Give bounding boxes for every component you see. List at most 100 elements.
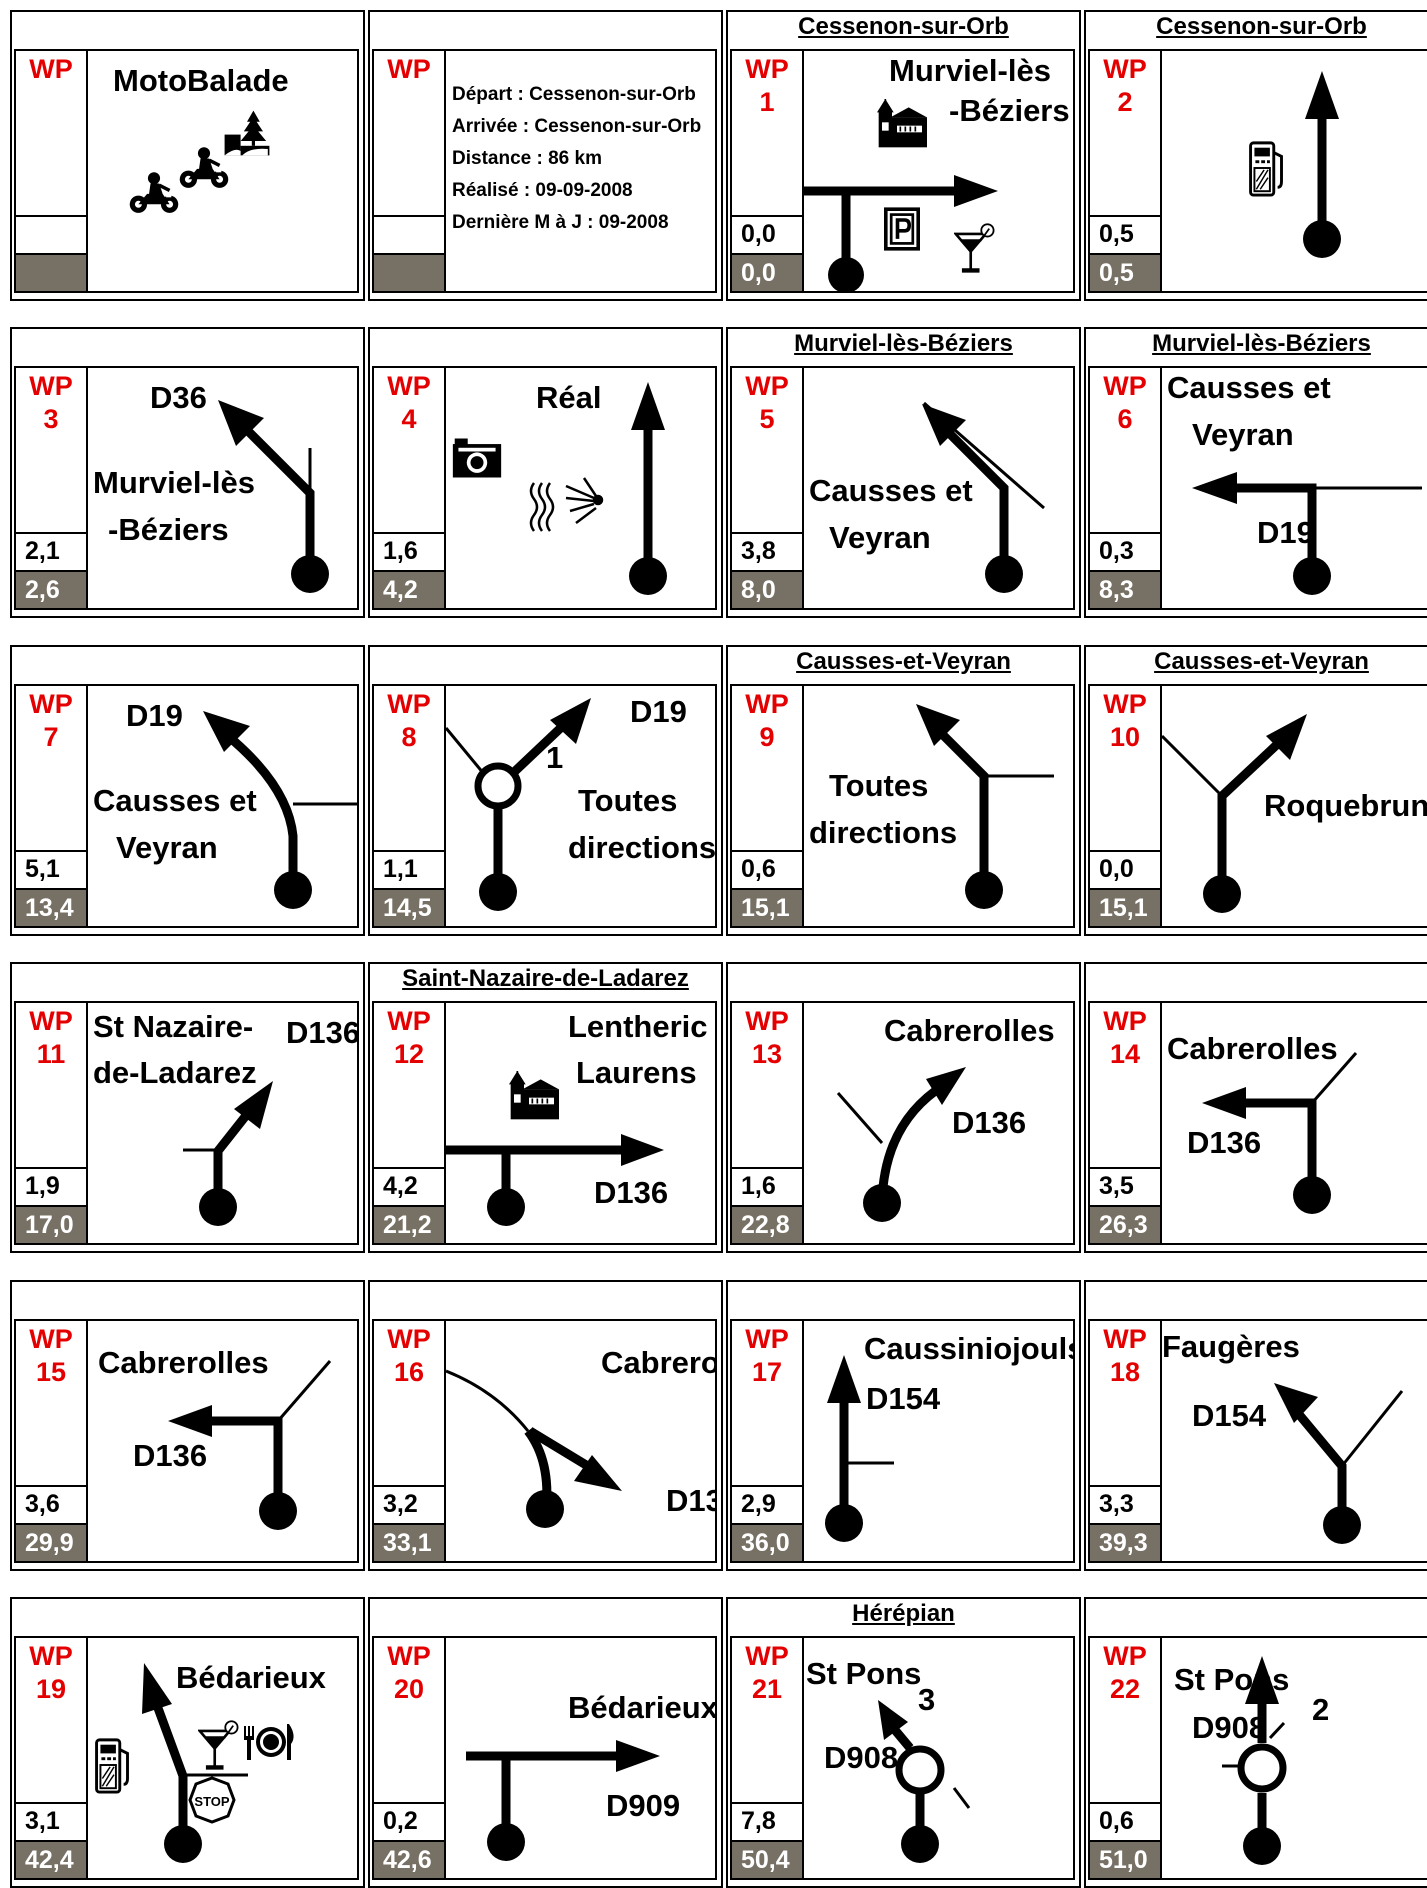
card-title: Murviel-lès-Béziers (728, 330, 1079, 358)
total-distance: 0,0 (732, 253, 802, 291)
card-body: Cabrerolles D136e4 (446, 1321, 715, 1561)
total-distance: 51,0 (1090, 1840, 1160, 1878)
wp-label: WP (16, 53, 86, 86)
card-body: Causses et Veyran (804, 368, 1073, 608)
direction-label: D909 (606, 1788, 680, 1823)
bar-icon (200, 1721, 238, 1769)
motorcycle-icon (130, 172, 179, 213)
total-distance: 8,0 (732, 570, 802, 608)
card-body: Cabrerolles D136 (1162, 1003, 1427, 1243)
route-distance: Distance : 86 km (452, 143, 701, 175)
total-distance: 42,4 (16, 1840, 86, 1878)
direction-label: Cabrerolles (884, 1013, 1055, 1048)
direction-label: D36 (150, 380, 207, 415)
direction-label: Cabrerolles (1167, 1031, 1338, 1066)
waypoint-card[interactable]: WP Départ : Cessenon-sur-Orb Arrivée : C… (368, 10, 723, 301)
direction-label: D136 (133, 1438, 207, 1473)
total-distance: 15,1 (732, 888, 802, 926)
direction-label: -Béziers (949, 93, 1070, 128)
total-distance: 42,6 (374, 1840, 444, 1878)
total-distance: 29,9 (16, 1523, 86, 1561)
card-title: Causses-et-Veyran (728, 648, 1079, 676)
total-distance: 17,0 (16, 1205, 86, 1243)
card-title: Causses-et-Veyran (1086, 648, 1427, 676)
direction-label: Lentheric (568, 1009, 708, 1044)
wp-label: WP10 (1090, 688, 1160, 754)
card-body: Départ : Cessenon-sur-Orb Arrivée : Cess… (446, 51, 715, 291)
church-icon (877, 97, 927, 147)
svg-text:STOP: STOP (194, 1794, 229, 1809)
direction-label: Bédarieux (176, 1660, 327, 1695)
route-start: Départ : Cessenon-sur-Orb (452, 79, 701, 111)
direction-label: D136e4 (666, 1483, 715, 1518)
partial-distance: 0,6 (732, 850, 802, 888)
direction-label: D136 (952, 1105, 1026, 1140)
waypoint-card[interactable]: WP MotoBalade (10, 10, 365, 301)
direction-label: Cabrerolles (98, 1345, 269, 1380)
partial-distance: 0,2 (374, 1802, 444, 1840)
card-body: St Nazaire- de-Ladarez D136 (88, 1003, 357, 1243)
partial-distance: 1,1 (374, 850, 444, 888)
card-body: St Pons 2 D908 (1162, 1638, 1427, 1878)
bar-icon (956, 224, 994, 272)
card-title: Saint-Nazaire-de-Ladarez (370, 965, 721, 993)
partial-distance: 2,1 (16, 532, 86, 570)
card-title: Cessenon-sur-Orb (728, 13, 1079, 41)
partial-distance: 3,3 (1090, 1485, 1160, 1523)
direction-label: Cabrerolles (601, 1345, 715, 1380)
total-distance: 36,0 (732, 1523, 802, 1561)
wp-label: WP13 (732, 1005, 802, 1071)
card-title: Cessenon-sur-Orb (1086, 13, 1427, 41)
card-body: Murviel-lès -Béziers (804, 51, 1073, 291)
card-body (1162, 51, 1427, 291)
direction-label: directions (809, 815, 957, 850)
total-distance: 33,1 (374, 1523, 444, 1561)
direction-label: 3 (918, 1682, 935, 1717)
landscape-icon (225, 111, 270, 156)
total-distance: 21,2 (374, 1205, 444, 1243)
total-distance: 8,3 (1090, 570, 1160, 608)
card-body: D36 Murviel-lès -Béziers (88, 368, 357, 608)
partial-distance: 0,3 (1090, 532, 1160, 570)
card-body: Bédarieux D909 (446, 1638, 715, 1878)
total-distance: 15,1 (1090, 888, 1160, 926)
camera-icon (453, 439, 501, 478)
card-body: Causses et Veyran D19 (1162, 368, 1427, 608)
direction-label: de-Ladarez (93, 1055, 257, 1090)
card-title: Hérépian (728, 1600, 1079, 1628)
card-body: Faugères D154 (1162, 1321, 1427, 1561)
partial-distance: 3,1 (16, 1802, 86, 1840)
route-info: Départ : Cessenon-sur-Orb Arrivée : Cess… (452, 79, 701, 239)
